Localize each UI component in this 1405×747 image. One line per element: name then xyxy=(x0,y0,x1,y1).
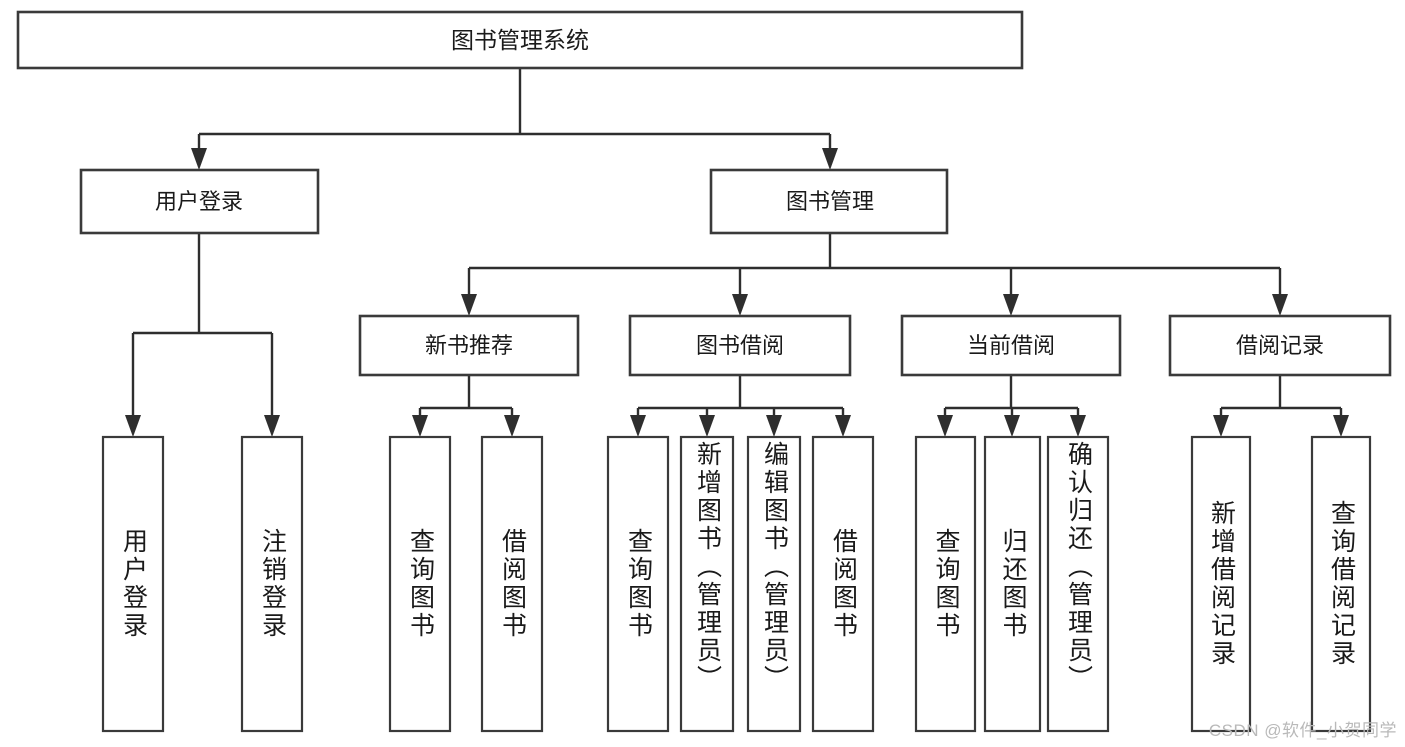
arrow-cb-leaf1 xyxy=(937,415,953,437)
arrow-nb-leaf2 xyxy=(504,415,520,437)
node-root-label: 图书管理系统 xyxy=(451,27,589,53)
arrow-bb-leaf1 xyxy=(630,415,646,437)
node-new-book-recommend[interactable]: 新书推荐 xyxy=(358,314,580,377)
leaf-box-logout[interactable] xyxy=(240,435,304,733)
node-user-login-label: 用户登录 xyxy=(155,189,243,214)
arrow-cb-leaf3 xyxy=(1070,415,1086,437)
arrow-br-leaf1 xyxy=(1213,415,1229,437)
leaf-box-bb-add-book[interactable] xyxy=(679,435,735,733)
node-root[interactable]: 图书管理系统 xyxy=(16,10,1024,70)
leaf-box-user-login[interactable] xyxy=(101,435,165,733)
arrow-current-borrow xyxy=(1003,294,1019,316)
leaf-box-nb-query-book[interactable] xyxy=(388,435,452,733)
arrow-bb-leaf2 xyxy=(699,415,715,437)
node-borrow-record-box[interactable] xyxy=(1168,314,1392,377)
node-book-manage-label: 图书管理 xyxy=(786,189,874,214)
leaf-box-bb-borrow-book[interactable] xyxy=(811,435,875,733)
node-current-borrow-box[interactable] xyxy=(900,314,1122,377)
arrow-leaf-logout xyxy=(264,415,280,437)
leaf-box-bb-edit-book[interactable] xyxy=(746,435,802,733)
arrow-br-leaf2 xyxy=(1333,415,1349,437)
arrow-book-borrow xyxy=(732,294,748,316)
node-new-book-recommend-label: 新书推荐 xyxy=(425,333,513,358)
node-book-manage[interactable]: 图书管理 xyxy=(709,168,949,235)
node-book-borrow-box[interactable] xyxy=(628,314,852,377)
connector-layer xyxy=(125,68,1349,437)
node-root-box[interactable] xyxy=(16,10,1024,70)
arrow-user-login xyxy=(191,148,207,170)
leaf-box-cb-query-book[interactable] xyxy=(914,435,977,733)
node-current-borrow[interactable]: 当前借阅 xyxy=(900,314,1122,377)
arrow-leaf-user-login xyxy=(125,415,141,437)
node-book-borrow[interactable]: 图书借阅 xyxy=(628,314,852,377)
node-current-borrow-label: 当前借阅 xyxy=(967,333,1055,358)
arrow-bb-leaf3 xyxy=(766,415,782,437)
leaf-box-br-query-record[interactable] xyxy=(1310,435,1372,733)
node-book-manage-box[interactable] xyxy=(709,168,949,235)
leaf-box-cb-confirm-return[interactable] xyxy=(1046,435,1110,733)
arrow-cb-leaf2 xyxy=(1004,415,1020,437)
node-borrow-record-label: 借阅记录 xyxy=(1236,333,1324,358)
node-book-borrow-label: 图书借阅 xyxy=(696,333,784,358)
arrow-borrow-record xyxy=(1272,294,1288,316)
node-new-book-recommend-box[interactable] xyxy=(358,314,580,377)
arrow-nb-leaf1 xyxy=(412,415,428,437)
node-layer: 图书管理系统 用户登录 图书管理 新书推荐 图书借阅 当前 xyxy=(16,10,1392,733)
node-user-login[interactable]: 用户登录 xyxy=(79,168,320,235)
arrow-bb-leaf4 xyxy=(835,415,851,437)
node-borrow-record[interactable]: 借阅记录 xyxy=(1168,314,1392,377)
node-user-login-box[interactable] xyxy=(79,168,320,235)
leaf-box-br-add-record[interactable] xyxy=(1190,435,1252,733)
leaf-box-nb-borrow-book[interactable] xyxy=(480,435,544,733)
leaf-box-cb-return-book[interactable] xyxy=(983,435,1042,733)
leaf-box-bb-query-book[interactable] xyxy=(606,435,670,733)
arrow-new-book xyxy=(461,294,477,316)
arrow-book-manage xyxy=(822,148,838,170)
